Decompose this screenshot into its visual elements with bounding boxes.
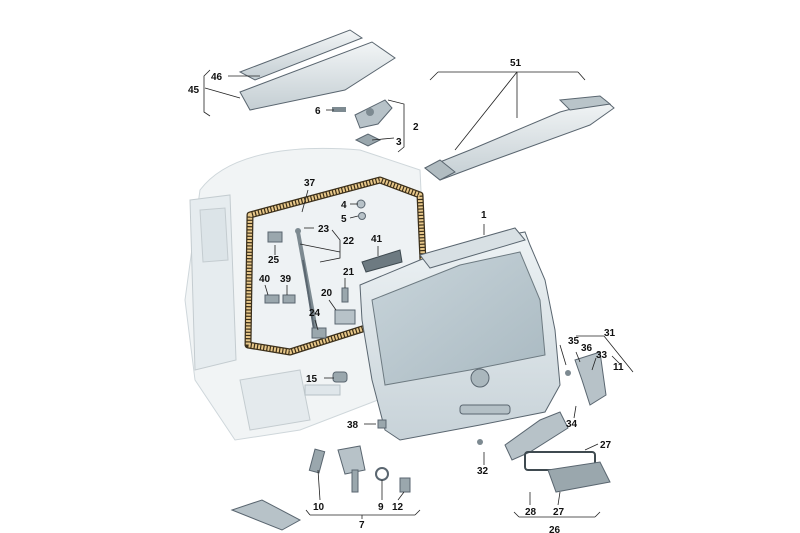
callout-38: 38 [347,420,359,431]
callout-20: 20 [321,288,333,299]
callout-51: 51 [510,58,522,69]
callout-9: 9 [378,502,384,513]
callout-11: 11 [613,362,624,373]
small-parts [264,199,403,429]
hinge-assembly [332,99,393,147]
callout-21: 21 [343,267,355,278]
callout-39: 39 [280,274,292,285]
callout-4: 4 [341,200,347,211]
callout-36: 36 [581,343,593,354]
callout-7: 7 [359,520,365,531]
callout-15: 15 [306,374,318,385]
callout-1: 1 [481,210,487,221]
lock-assembly [477,351,611,493]
callout-12: 12 [392,502,404,513]
callout-31: 31 [604,328,616,339]
callout-labels: 46 45 51 6 2 3 37 4 5 1 23 22 41 25 21 4… [188,58,624,533]
callout-22: 22 [343,236,355,247]
callout-37: 37 [304,178,316,189]
callout-34: 34 [566,419,578,430]
roof-spoiler [424,95,615,181]
callout-32: 32 [477,466,489,477]
callout-2: 2 [413,122,419,133]
callout-40: 40 [259,274,271,285]
callout-27-lower: 27 [553,507,565,518]
callout-45: 45 [188,85,200,96]
callout-3: 3 [396,137,402,148]
rear-spoiler [238,29,396,111]
leader-lines [203,69,634,519]
callout-35: 35 [568,336,580,347]
callout-23: 23 [318,224,330,235]
callout-33: 33 [596,350,608,361]
gas-strut [295,228,318,331]
tailgate [359,227,561,441]
callout-10: 10 [313,502,325,513]
callout-24: 24 [309,308,321,319]
callout-27-upper: 27 [600,440,612,451]
callout-46: 46 [211,72,223,83]
callout-26: 26 [549,525,561,533]
callout-28: 28 [525,507,537,518]
callout-6: 6 [315,106,321,117]
callout-41: 41 [371,234,383,245]
lock-parts [230,445,411,531]
callout-25: 25 [268,255,280,266]
callout-5: 5 [341,214,347,225]
